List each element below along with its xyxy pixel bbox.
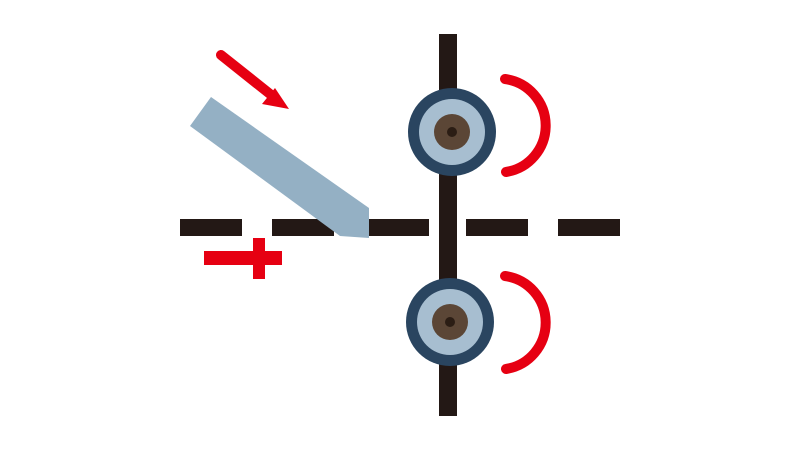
- horizontal-dashed-axis: [180, 219, 620, 236]
- axis-dash-3: [367, 219, 429, 236]
- lower-roller: [406, 278, 494, 366]
- arrow-down-right-icon: [216, 50, 289, 109]
- force-arrow-head: [262, 88, 289, 109]
- upper-roller-hub-center: [447, 127, 457, 137]
- upper-roller: [408, 88, 496, 176]
- plus-sign-icon: [204, 238, 282, 279]
- axis-dash-5: [558, 219, 620, 236]
- lower-roller-hub-center: [445, 317, 455, 327]
- lower-rotation-arc-icon: [500, 271, 551, 374]
- plus-sign-vertical: [253, 238, 265, 279]
- axis-dash-2: [272, 219, 334, 236]
- axis-dash-4: [466, 219, 528, 236]
- plus-sign-horizontal: [204, 251, 282, 265]
- force-arrow-shaft: [216, 50, 275, 99]
- upper-rotation-arc-icon: [500, 74, 551, 177]
- axis-dash-1: [180, 219, 242, 236]
- tool-blade: [190, 97, 369, 238]
